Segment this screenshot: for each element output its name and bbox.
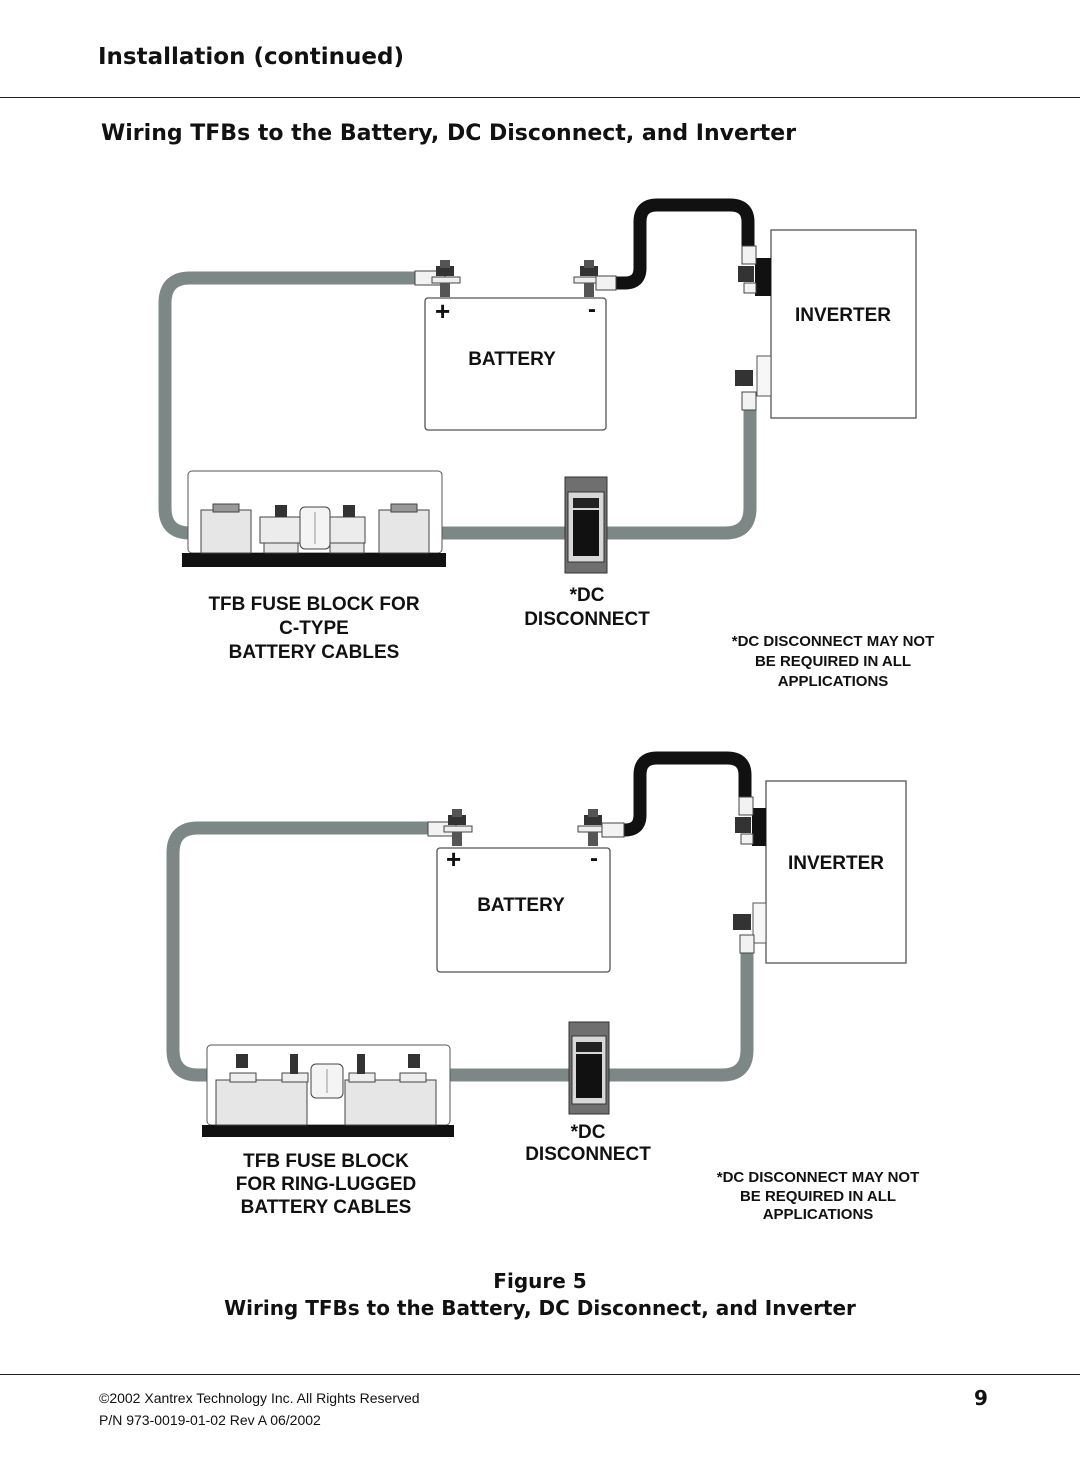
inverter-box	[770, 229, 917, 419]
battery-minus-sign: -	[590, 845, 598, 872]
battery-box	[424, 297, 607, 431]
note-line-3: APPLICATIONS	[778, 673, 889, 690]
note-line-2: BE REQUIRED IN ALL	[755, 653, 911, 670]
inverter-box	[765, 780, 907, 964]
battery-minus-sign: -	[588, 296, 596, 323]
tfb-fuse-block-ring-lugged	[202, 1044, 454, 1137]
negative-cable-return	[445, 952, 754, 1082]
wiring-diagrams: + - BATTERY INVERTER	[158, 198, 935, 1223]
footer-copyright: ©2002 Xantrex Technology Inc. All Rights…	[99, 1390, 420, 1406]
inverter-label: INVERTER	[795, 305, 891, 326]
footer-part-number: P/N 973-0019-01-02 Rev A 06/2002	[99, 1412, 321, 1428]
disconnect-label-line-1: *DC	[571, 1122, 606, 1143]
tfb-fuse-block-c-type	[182, 470, 446, 567]
positive-cable	[158, 271, 418, 540]
figure-label: Figure 5	[493, 1269, 587, 1293]
battery-plus-sign: +	[446, 844, 461, 874]
fuse-label-line-2: FOR RING-LUGGED	[236, 1174, 417, 1195]
negative-cable	[606, 751, 752, 837]
dc-disconnect	[564, 476, 608, 574]
battery-box	[436, 847, 611, 973]
fuse-label-line-3: BATTERY CABLES	[229, 642, 400, 663]
footer-rule	[0, 1374, 1080, 1375]
dc-disconnect	[568, 1021, 610, 1115]
negative-cable	[596, 198, 755, 290]
note-line-1: *DC DISCONNECT MAY NOT	[717, 1169, 920, 1186]
battery-negative-terminal	[577, 809, 625, 846]
battery-negative-terminal	[573, 260, 617, 297]
inverter-pos-terminal-block	[756, 355, 772, 397]
disconnect-label-line-2: DISCONNECT	[524, 609, 650, 630]
inverter-neg-terminal-block	[755, 258, 771, 296]
header-rule	[0, 97, 1080, 98]
inverter-pos-terminal-block	[752, 902, 767, 944]
positive-cable	[166, 821, 430, 1082]
note-line-3: APPLICATIONS	[763, 1206, 874, 1223]
figure-caption: Wiring TFBs to the Battery, DC Disconnec…	[224, 1296, 856, 1320]
fuse-label-line-1: TFB FUSE BLOCK FOR	[208, 594, 419, 615]
section-heading: Wiring TFBs to the Battery, DC Disconnec…	[101, 121, 797, 146]
fuse-label-line-3: BATTERY CABLES	[241, 1197, 412, 1218]
inverter-neg-terminal-block	[752, 808, 766, 846]
inverter-label: INVERTER	[788, 853, 884, 874]
diagram-ring-lugged: + - BATTERY INVERTER	[166, 751, 920, 1223]
diagram-c-type: + - BATTERY INVERTER	[158, 198, 935, 690]
battery-label: BATTERY	[477, 895, 565, 916]
battery-label: BATTERY	[468, 349, 556, 370]
running-header: Installation (continued)	[98, 44, 405, 70]
battery-positive-terminal	[427, 809, 473, 846]
note-line-1: *DC DISCONNECT MAY NOT	[732, 633, 935, 650]
battery-positive-terminal	[414, 260, 461, 297]
note-line-2: BE REQUIRED IN ALL	[740, 1188, 896, 1205]
fuse-label-line-2: C-TYPE	[279, 618, 349, 639]
page-number: 9	[974, 1386, 988, 1410]
fuse-label-line-1: TFB FUSE BLOCK	[243, 1151, 409, 1172]
negative-cable-return	[428, 410, 757, 540]
disconnect-label-line-1: *DC	[570, 585, 605, 606]
battery-plus-sign: +	[435, 296, 450, 326]
disconnect-label-line-2: DISCONNECT	[525, 1144, 651, 1165]
